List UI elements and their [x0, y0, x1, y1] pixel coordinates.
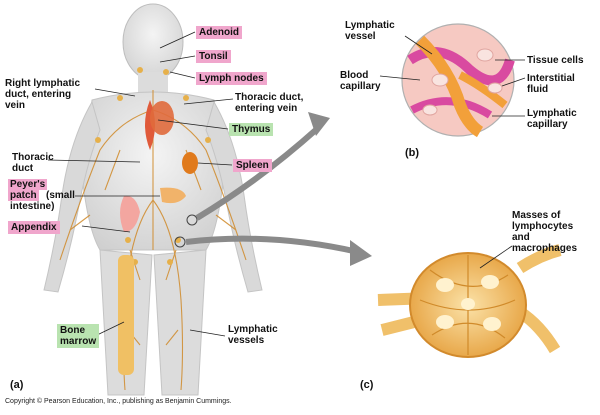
label-line: marrow: [60, 336, 97, 347]
peyers-patch-highlight: Peyer's patch: [8, 179, 48, 201]
label-line: and: [512, 232, 530, 243]
label-line: capillary: [340, 81, 381, 92]
organs: [118, 100, 198, 375]
arrow-to-panel-c: [185, 235, 359, 255]
zoom-arrows: [185, 112, 372, 266]
label-thoracic-duct: Thoracic duct: [12, 152, 54, 174]
leader-lines-a: [47, 31, 234, 337]
label-thymus: Thymus: [229, 123, 274, 136]
arrow-b-head: [308, 112, 330, 136]
label-interstitial-fluid: Interstitial fluid: [527, 73, 575, 95]
label-tonsil: Tonsil: [196, 50, 231, 63]
label-line: capillary: [527, 119, 568, 130]
label-masses: Masses of lymphocytes and macrophages: [512, 210, 577, 254]
intestine-organ: [160, 187, 186, 204]
arrow-c-head: [350, 240, 372, 266]
label-line: Bone: [60, 325, 85, 336]
label-adenoid: Adenoid: [196, 26, 242, 39]
capillary-callout-circle: [186, 214, 198, 226]
label-line: intestine): [10, 201, 55, 212]
heart-organ: [150, 101, 174, 135]
label-line: entering vein: [235, 103, 298, 114]
label-lymphatic-vessels: Lymphatic vessels: [228, 324, 278, 346]
arrow-to-panel-b: [195, 125, 321, 221]
label-lymphatic-vessel: Lymphatic vessel: [345, 20, 395, 42]
label-line: Lymphatic: [228, 324, 278, 335]
label-blood-capillary: Blood capillary: [340, 70, 381, 92]
node-callout-circle: [174, 236, 186, 248]
label-spleen: Spleen: [233, 159, 272, 172]
label-line: vein: [5, 100, 26, 111]
label-line: duct, entering: [5, 89, 72, 100]
label-line: Thoracic duct,: [235, 92, 304, 103]
leader-lines-c: [479, 245, 513, 269]
label-line: Lymphatic: [527, 108, 577, 119]
label-line: macrophages: [512, 243, 578, 254]
panel-c-lymph-node: [377, 244, 562, 358]
label-appendix: Appendix: [8, 221, 60, 234]
label-right-lymphatic-duct: Right lymphatic duct, entering vein: [5, 78, 80, 111]
spleen-organ: [182, 152, 198, 174]
leader-lines-b: [379, 35, 526, 117]
bone-organ: [118, 255, 134, 375]
panel-label-b: (b): [405, 147, 420, 159]
label-line: Peyer's: [8, 179, 48, 190]
label-line: Thoracic: [12, 152, 54, 163]
label-line: fluid: [527, 84, 549, 95]
label-line: (small: [46, 190, 75, 201]
panel-b-capillary: [401, 23, 515, 138]
label-line: Blood: [340, 70, 369, 81]
label-line: vessel: [345, 31, 376, 42]
label-line: Lymphatic: [345, 20, 395, 31]
label-line: Interstitial: [527, 73, 575, 84]
colon-organ: [120, 195, 140, 232]
label-tissue-cells: Tissue cells: [527, 55, 584, 66]
label-line: lymphocytes: [512, 221, 574, 232]
label-line: Masses of: [512, 210, 561, 221]
label-line: duct: [12, 163, 34, 174]
copyright-notice: Copyright © Pearson Education, Inc., pub…: [5, 398, 232, 405]
panel-label-a: (a): [10, 379, 24, 391]
label-bone-marrow: Bone marrow: [57, 324, 100, 348]
label-line: Right lymphatic: [5, 78, 81, 89]
label-line: vessels: [228, 335, 265, 346]
label-thoracic-duct-entering: Thoracic duct, entering vein: [235, 92, 303, 114]
label-lymphatic-capillary: Lymphatic capillary: [527, 108, 577, 130]
label-lymph-nodes: Lymph nodes: [196, 72, 267, 85]
label-line: patch: [8, 190, 39, 201]
panel-label-c: (c): [360, 379, 374, 391]
